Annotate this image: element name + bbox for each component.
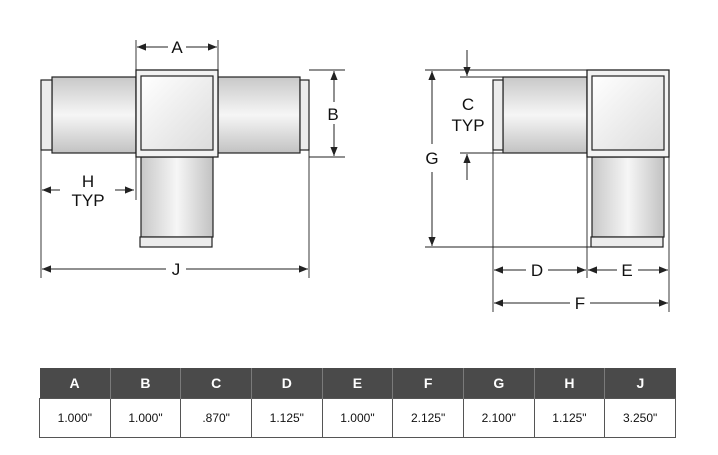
header-d: D (251, 368, 323, 399)
left-view-right-tube (217, 76, 301, 154)
dim-label-e: E (621, 261, 632, 280)
left-view-left-cap (40, 79, 53, 151)
left-view-tee: A B H TYP J (40, 38, 345, 279)
value-c: .870" (180, 398, 252, 438)
value-d: 1.125" (250, 398, 323, 438)
header-c: C (180, 368, 252, 399)
value-a: 1.000" (39, 398, 111, 438)
right-view-vertical-cap (590, 236, 664, 248)
value-e: 1.000" (321, 398, 394, 438)
left-view-right-cap (299, 79, 310, 151)
dimension-table-header-row: A B C D E F G H J (39, 368, 676, 399)
left-view-left-tube (51, 76, 137, 154)
fitting-dimension-diagram: A B H TYP J C TYP (40, 38, 670, 313)
header-j: J (604, 368, 676, 399)
dim-label-h: H (82, 172, 94, 191)
header-f: F (392, 368, 464, 399)
dim-label-c: C (462, 95, 474, 114)
dim-label-j: J (172, 260, 181, 279)
value-j: 3.250" (604, 398, 676, 438)
right-view-vertical-tube (591, 156, 665, 238)
value-h: 1.125" (533, 398, 606, 438)
dim-label-f: F (575, 294, 585, 313)
left-view-hub-face (140, 75, 214, 151)
header-b: B (110, 368, 182, 399)
right-view-elbow: C TYP G D E F (425, 50, 670, 313)
dim-label-b: B (327, 105, 338, 124)
value-b: 1.000" (109, 398, 182, 438)
header-a: A (39, 368, 111, 399)
right-view-horizontal-cap (492, 79, 504, 151)
left-view-bottom-tube (140, 156, 214, 238)
header-e: E (322, 368, 394, 399)
dim-label-d: D (531, 261, 543, 280)
dim-label-c-typ: TYP (451, 116, 484, 135)
dimension-table-value-row: 1.000" 1.000" .870" 1.125" 1.000" 2.125"… (39, 398, 676, 438)
left-view-bottom-cap (139, 236, 213, 248)
header-h: H (534, 368, 606, 399)
right-view-horizontal-tube (502, 76, 588, 154)
dimension-table: A B C D E F G H J 1.000" 1.000" .870" 1.… (39, 368, 676, 438)
dim-label-a: A (171, 38, 183, 57)
right-view-hub-face (591, 75, 665, 151)
dim-label-g: G (425, 149, 438, 168)
value-f: 2.125" (392, 398, 464, 438)
header-g: G (463, 368, 535, 399)
dim-label-h-typ: TYP (71, 191, 104, 210)
value-g: 2.100" (462, 398, 535, 438)
